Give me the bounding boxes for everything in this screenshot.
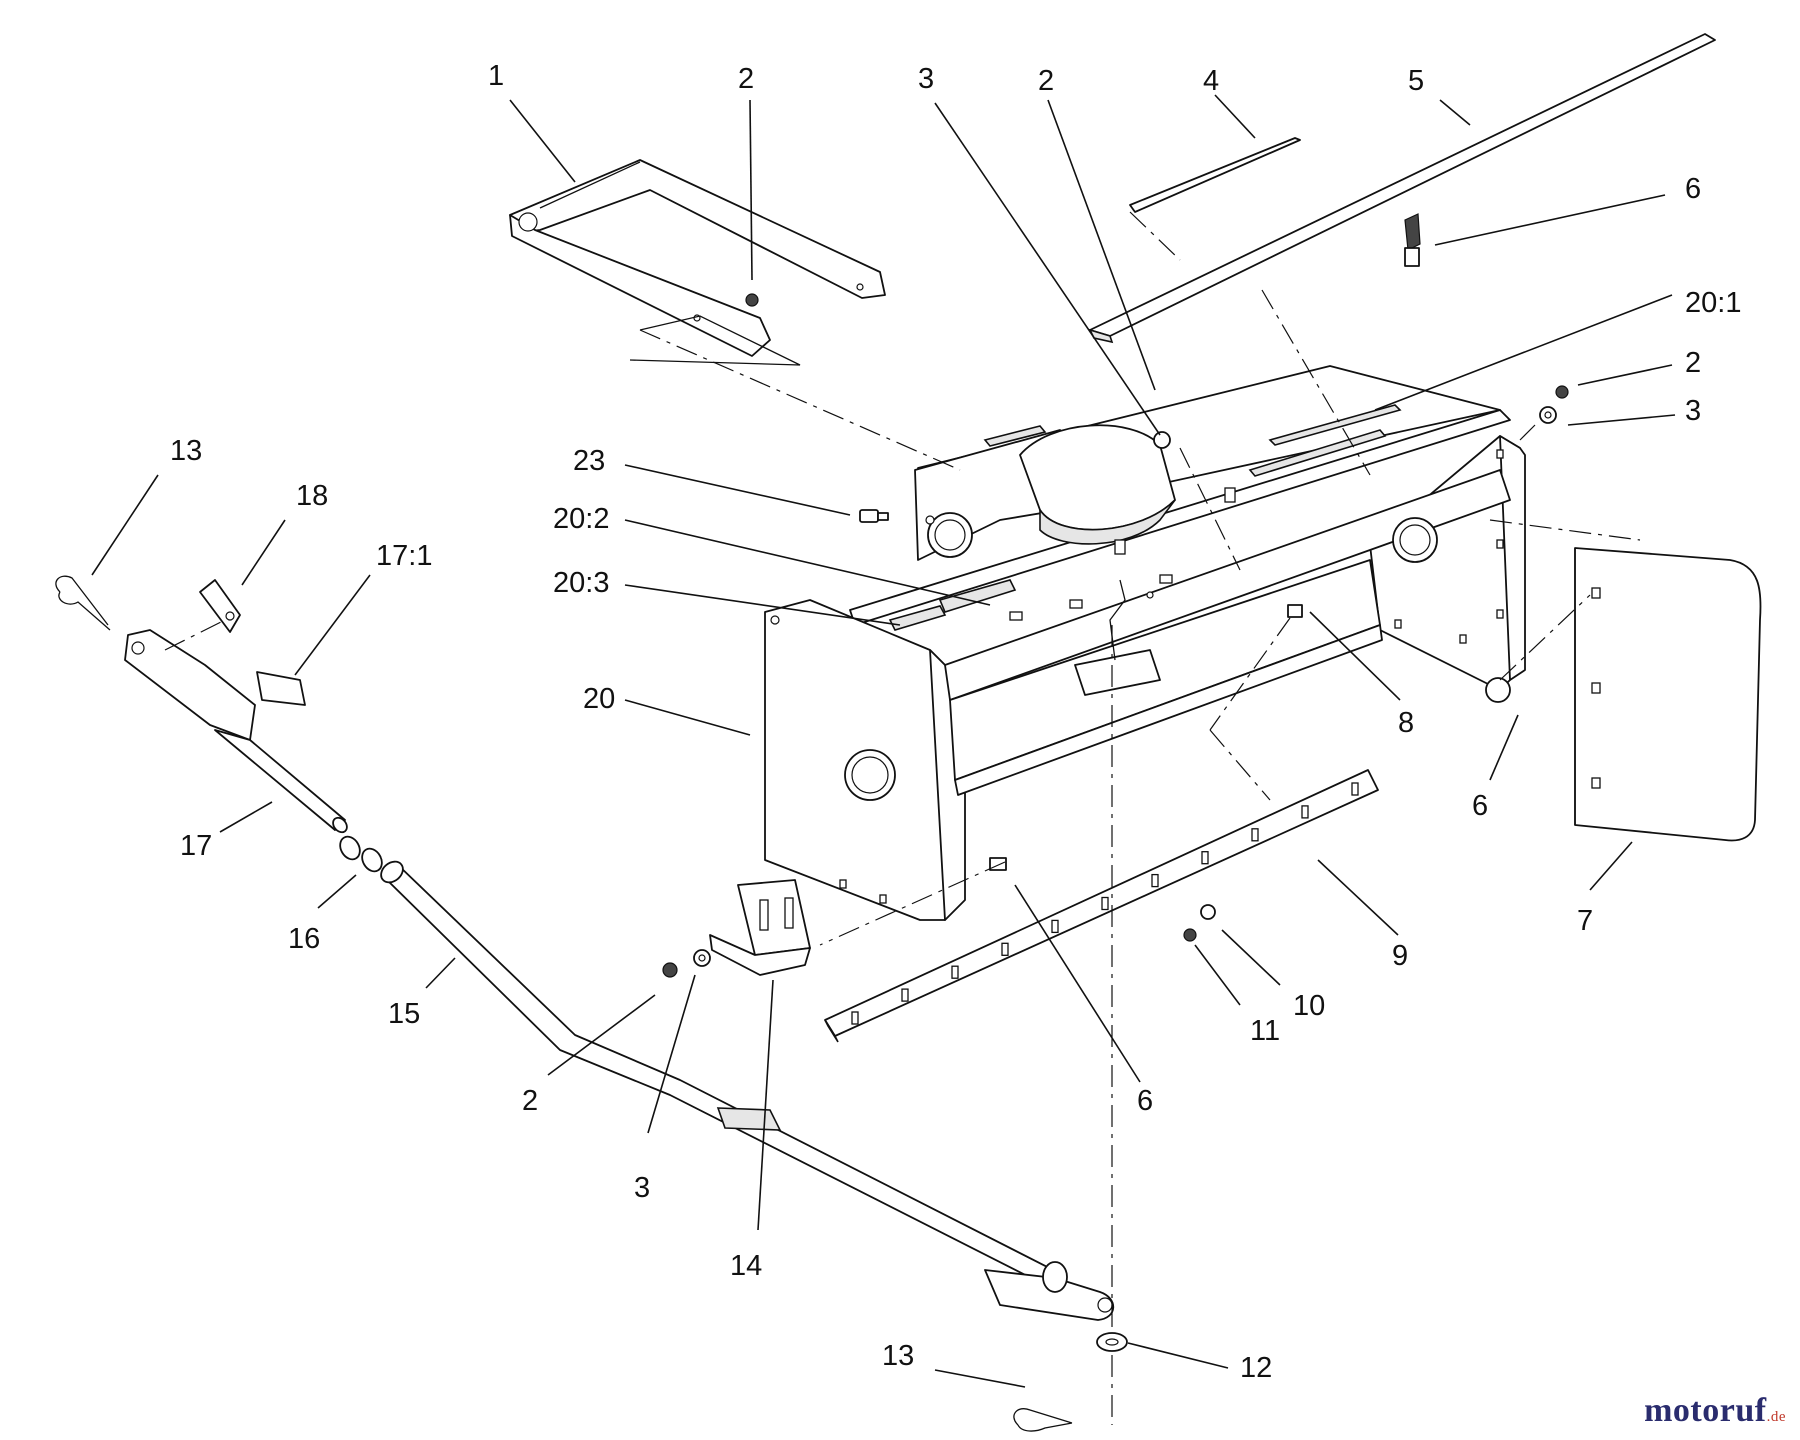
callout-13: 13 [170, 435, 202, 467]
part-hairpin-clip [55, 575, 111, 631]
blade-slot [1201, 851, 1209, 865]
callout-7: 7 [1577, 905, 1593, 937]
callouts: 1 2 3 2 4 5 6 20:1 2 3 13 18 17:1 23 20:… [170, 60, 1741, 1384]
part-strip [1129, 137, 1301, 213]
part-skid-bracket [709, 879, 811, 976]
part-skid-plate [1574, 547, 1762, 842]
callout-2: 2 [522, 1085, 538, 1117]
callout-20: 20 [583, 683, 615, 715]
part-scraper-blade [824, 769, 1379, 1043]
callout-6: 6 [1685, 173, 1701, 205]
part-upper-handle [124, 629, 348, 834]
callout-23: 23 [573, 445, 605, 477]
callout-14: 14 [730, 1250, 762, 1282]
watermark-tld: .de [1766, 1409, 1786, 1425]
part-clip [199, 579, 241, 633]
hardware-nuts-washers [662, 247, 1569, 978]
callout-9: 9 [1392, 940, 1408, 972]
callout-3: 3 [1685, 395, 1701, 427]
part-push-frame [509, 159, 886, 366]
callout-16: 16 [288, 923, 320, 955]
callout-6: 6 [1137, 1085, 1153, 1117]
callout-20-1: 20:1 [1685, 287, 1741, 319]
blade-slot [1101, 896, 1109, 911]
part-housing [764, 365, 1526, 921]
callout-8: 8 [1398, 707, 1414, 739]
callout-2: 2 [1685, 347, 1701, 379]
leader-lines [91, 94, 1676, 1388]
blade-slot [1001, 942, 1009, 956]
blade-slot [1251, 828, 1259, 842]
callout-5: 5 [1408, 65, 1424, 97]
part-top-shield [1088, 33, 1716, 344]
part-bolt [859, 509, 889, 523]
callout-2: 2 [1038, 65, 1054, 97]
assembly-lines [164, 211, 1641, 1425]
callout-10: 10 [1293, 990, 1325, 1022]
blade-slot [1151, 873, 1159, 888]
blade-slot [1351, 782, 1359, 796]
callout-18: 18 [296, 480, 328, 512]
callout-15: 15 [388, 998, 420, 1030]
blade-slot [851, 1011, 859, 1025]
watermark-logo: motoruf.de [1644, 1392, 1786, 1430]
part-decal-17-1 [256, 671, 306, 706]
part-washers [339, 835, 383, 873]
part-hairpin-clip-lower [1013, 1408, 1073, 1432]
callout-17-1: 17:1 [376, 540, 432, 572]
blade-slot [901, 988, 909, 1002]
watermark-brand: motoruf [1644, 1392, 1767, 1429]
callout-3: 3 [634, 1172, 650, 1204]
callout-13: 13 [882, 1340, 914, 1372]
callout-11: 11 [1250, 1015, 1280, 1047]
callout-1: 1 [488, 60, 504, 92]
callout-2: 2 [738, 63, 754, 95]
callout-12: 12 [1240, 1352, 1272, 1384]
callout-20-3: 20:3 [553, 567, 609, 599]
blade-slot [951, 965, 959, 979]
part-handle-tube [380, 860, 1115, 1321]
callout-6: 6 [1472, 790, 1488, 822]
blade-slot [1051, 919, 1059, 934]
part-washer-12 [1096, 1332, 1128, 1352]
blade-slot [1301, 805, 1309, 819]
callout-4: 4 [1203, 65, 1219, 97]
callout-20-2: 20:2 [553, 503, 609, 535]
callout-17: 17 [180, 830, 212, 862]
callout-3: 3 [918, 63, 934, 95]
